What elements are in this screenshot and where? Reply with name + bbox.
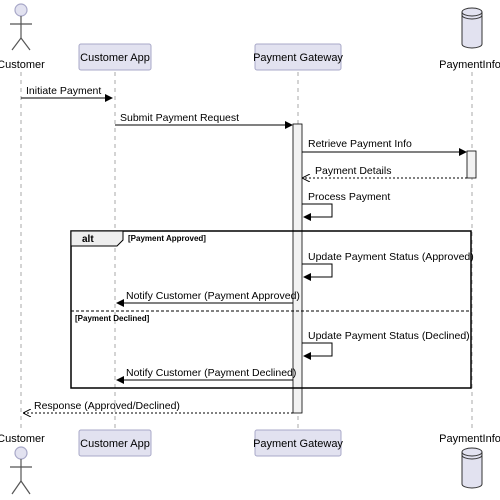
message-label-2: Submit Payment Request [120,112,239,124]
message-arrow-8 [302,342,333,360]
participant-label-payment-gateway-bottom: Payment Gateway [253,438,343,450]
database-payment-info-top [461,7,483,49]
guard-declined: [Payment Declined] [75,314,150,323]
message-label-4: Payment Details [315,165,391,177]
message-label-5: Process Payment [308,191,390,203]
participant-label-customer-app-top: Customer App [80,52,150,64]
participant-label-customer-top: Customer [0,59,45,71]
message-arrow-6 [302,263,333,281]
database-payment-info-bottom [461,447,483,489]
participant-label-payment-info-top: PaymentInfo [439,59,500,71]
message-label-1: Initiate Payment [26,85,101,97]
message-label-7: Notify Customer (Payment Approved) [126,290,300,302]
alt-keyword: alt [82,234,94,245]
actor-customer-bottom [10,446,32,495]
message-label-6: Update Payment Status (Approved) [308,251,474,263]
participant-label-payment-gateway-top: Payment Gateway [253,52,343,64]
participant-box-customer-app-top [78,43,152,71]
participant-label-customer-bottom: Customer [0,433,45,445]
message-label-9: Notify Customer (Payment Declined) [126,367,296,379]
activation-payment-gateway [292,123,303,414]
alt-keyword-tab [70,230,124,247]
message-arrow-5 [302,203,333,221]
message-label-10: Response (Approved/Declined) [34,400,180,412]
participant-label-payment-info-bottom: PaymentInfo [439,433,500,445]
alt-fragment-frame [70,230,472,389]
participant-label-customer-app-bottom: Customer App [80,438,150,450]
message-label-3: Retrieve Payment Info [308,138,412,150]
participant-box-payment-gateway-top [254,43,342,71]
participant-box-payment-gateway-bottom [254,429,342,457]
message-label-8: Update Payment Status (Declined) [308,330,470,342]
activation-payment-info [466,150,477,179]
participant-box-customer-app-bottom [78,429,152,457]
actor-customer-top [10,3,32,51]
guard-approved: [Payment Approved] [128,234,206,243]
